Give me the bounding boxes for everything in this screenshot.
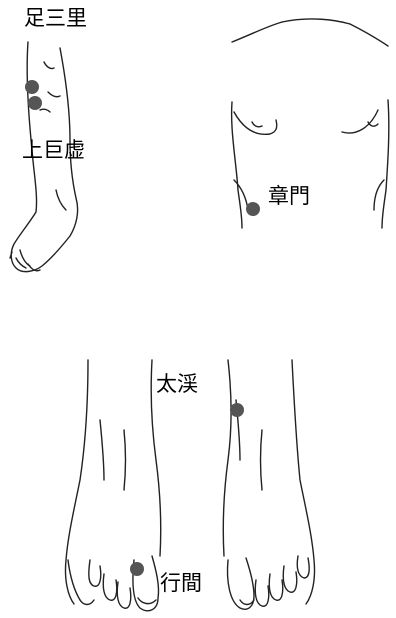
- zusanli-point: [25, 80, 39, 94]
- taixi-point: [230, 403, 244, 417]
- left-foot-outline: [65, 360, 160, 611]
- torso-outline: [232, 19, 389, 228]
- xingjian-label: 行間: [160, 573, 202, 594]
- zhangmen-point: [246, 202, 260, 216]
- right-foot-outline: [223, 360, 314, 609]
- shangjuxu-point: [28, 96, 42, 110]
- zhangmen-label: 章門: [268, 186, 310, 207]
- xingjian-point: [130, 562, 144, 576]
- shangjuxu-label: 上巨虚: [22, 140, 85, 161]
- zusanli-label: 足三里: [24, 8, 87, 29]
- taixi-label: 太渓: [156, 374, 198, 395]
